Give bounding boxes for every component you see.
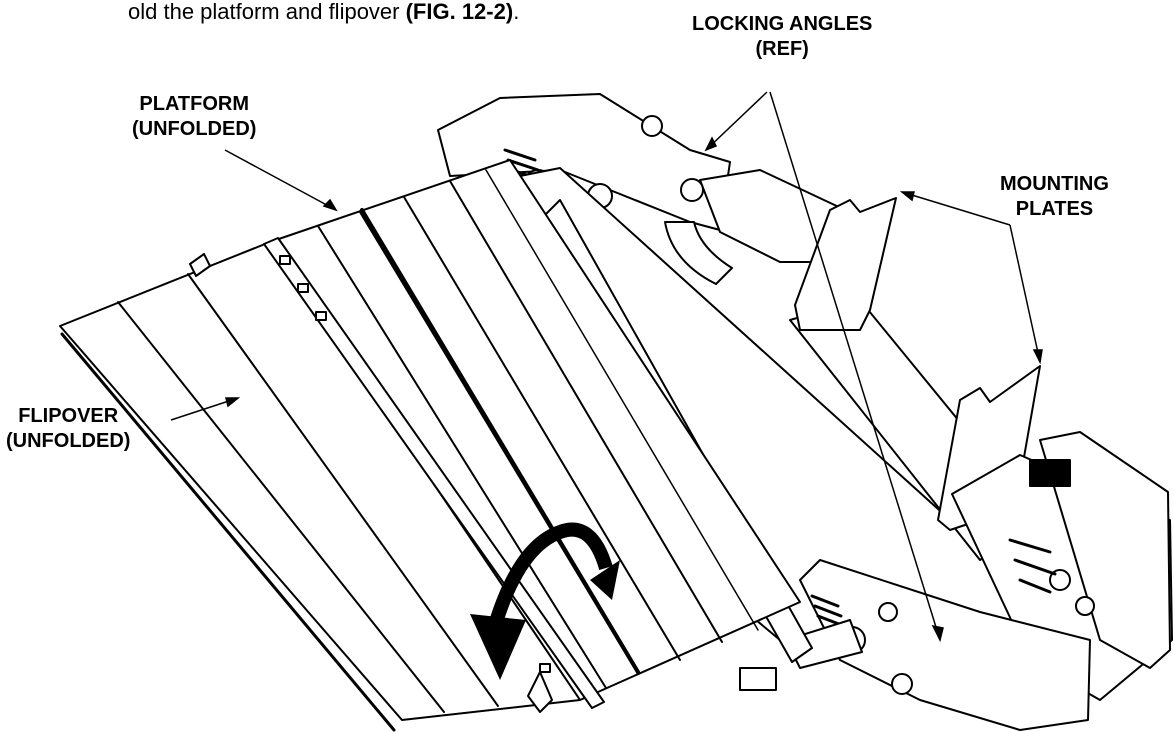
curved-fold-arrow-icon bbox=[470, 522, 620, 680]
callout-flipover-line2: (UNFOLDED) bbox=[6, 430, 131, 452]
callout-mounting-plates-line2: PLATES bbox=[1015, 198, 1094, 220]
leader-lines bbox=[170, 91, 1043, 643]
instruction-body: old the platform and flipover bbox=[128, 0, 406, 24]
instruction-text: old the platform and flipover (FIG. 12-2… bbox=[128, 0, 519, 27]
lower-arm-assembly bbox=[785, 559, 1091, 731]
figure-reference: (FIG. 12-2) bbox=[405, 0, 514, 24]
instruction-period: . bbox=[513, 0, 520, 24]
hinge-bar bbox=[263, 237, 605, 709]
callout-flipover: FLIPOVER (UNFOLDED) bbox=[6, 404, 130, 454]
flipover bbox=[59, 241, 581, 732]
callout-flipover-line1: FLIPOVER bbox=[18, 405, 119, 427]
callout-locking-angles-line2: (REF) bbox=[755, 38, 809, 60]
callout-locking-angles: LOCKING ANGLES (REF) bbox=[692, 12, 872, 62]
callout-platform-line2: (UNFOLDED) bbox=[132, 118, 257, 140]
platform bbox=[269, 159, 801, 701]
callout-mounting-plates: MOUNTING PLATES bbox=[1000, 172, 1109, 222]
callout-platform-line1: PLATFORM bbox=[139, 93, 250, 115]
callout-platform: PLATFORM (UNFOLDED) bbox=[132, 92, 256, 142]
callout-mounting-plates-line1: MOUNTING bbox=[1000, 173, 1109, 195]
power-unit bbox=[951, 431, 1173, 701]
callout-locking-angles-line1: LOCKING ANGLES bbox=[692, 13, 873, 35]
